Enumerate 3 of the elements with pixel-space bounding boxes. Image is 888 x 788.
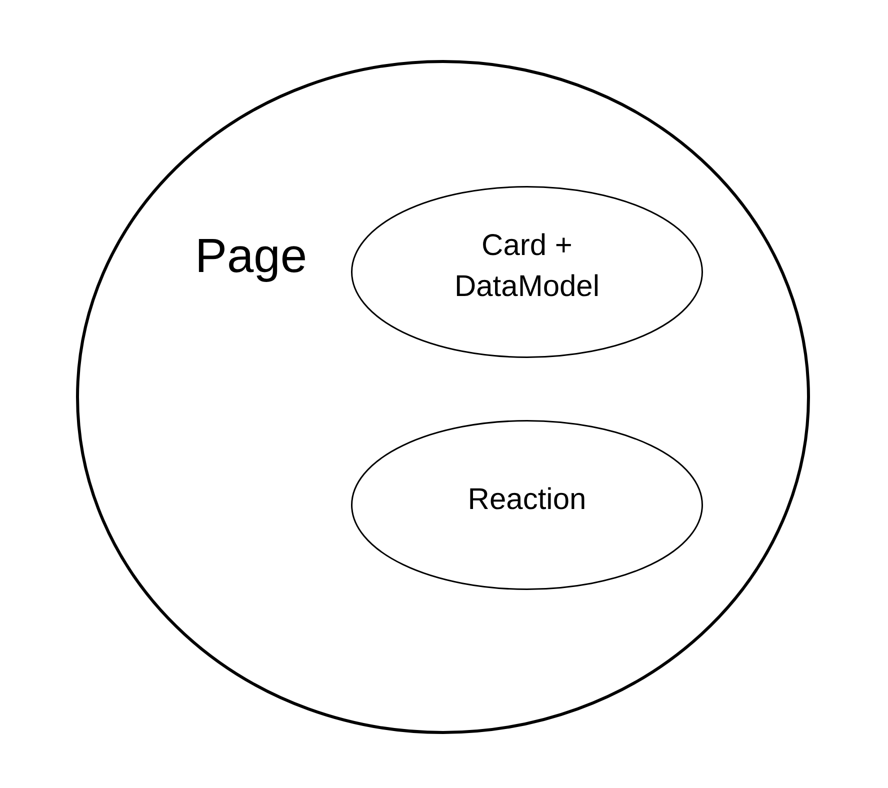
node-label: Page xyxy=(194,229,308,285)
node-label: Card + DataModel xyxy=(453,228,601,304)
node-label: Reaction xyxy=(466,482,588,518)
